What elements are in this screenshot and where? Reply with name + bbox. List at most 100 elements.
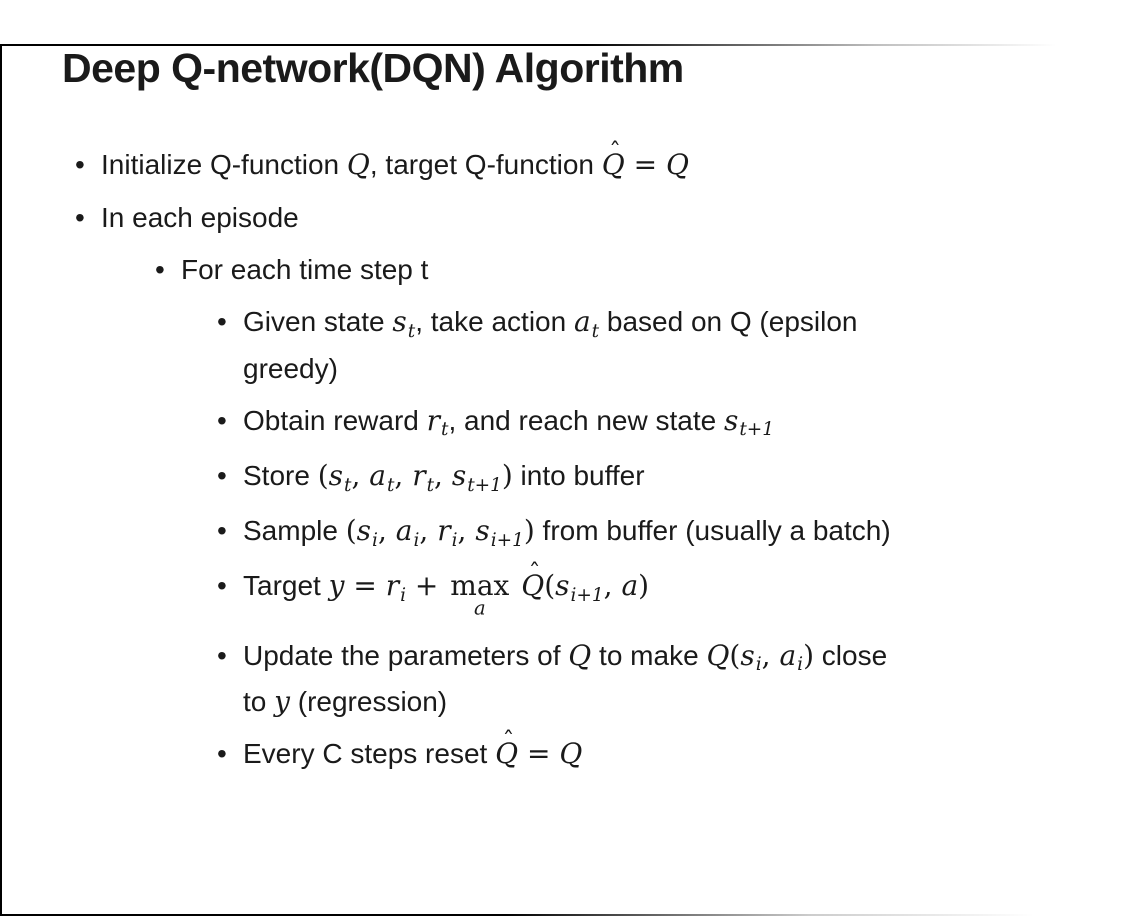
math-var: s bbox=[555, 569, 570, 603]
math-var: r bbox=[437, 514, 451, 548]
bullet-icon: • bbox=[155, 253, 165, 285]
math-var: Q bbox=[495, 737, 519, 771]
math-operator: max bbox=[450, 569, 510, 603]
math-sub: i+1 bbox=[490, 529, 524, 551]
math-sub: t bbox=[441, 419, 449, 441]
text-run: to bbox=[243, 685, 275, 717]
math-subscript: ri bbox=[437, 514, 457, 551]
math-sub: t+1 bbox=[467, 474, 502, 496]
math-symbol bbox=[512, 569, 521, 602]
text-run: into buffer bbox=[512, 460, 645, 492]
math-under: a bbox=[473, 596, 486, 620]
math-symbol: , bbox=[761, 638, 780, 672]
math-symbol: ) bbox=[638, 569, 650, 603]
text-run: Store bbox=[243, 460, 318, 492]
math-var: a bbox=[573, 305, 591, 339]
text-run: based on Q (epsilon bbox=[599, 306, 858, 338]
math-var: y bbox=[328, 569, 345, 603]
bullet-icon: • bbox=[217, 404, 227, 436]
math-symbol: , bbox=[419, 514, 438, 548]
bullet-list: •Initialize Q-function Q, target Q-funct… bbox=[64, 138, 1090, 775]
math-sub: i bbox=[451, 529, 458, 551]
bullet-icon: • bbox=[217, 515, 227, 547]
math-symbol: , bbox=[351, 459, 370, 493]
hat-icon: ˆ bbox=[609, 137, 622, 166]
bullet-icon: • bbox=[217, 639, 227, 671]
math-var: r bbox=[385, 569, 400, 603]
list-item: •Initialize Q-function Q, target Q-funct… bbox=[64, 138, 1090, 186]
bullet-text: Store (st, at, rt, st+1) into buffer bbox=[243, 454, 1090, 500]
bullet-icon: • bbox=[217, 570, 227, 602]
bullet-icon: • bbox=[75, 201, 85, 233]
math-var: a bbox=[779, 638, 797, 672]
list-item: • Obtain reward rt, and reach new state s… bbox=[64, 399, 1090, 445]
hat-icon: ˆ bbox=[528, 558, 541, 587]
text-run: For each time step t bbox=[181, 253, 429, 285]
bullet-icon: • bbox=[75, 149, 85, 181]
text-run: , and reach new state bbox=[448, 404, 724, 436]
math-subscript: ai bbox=[779, 638, 803, 676]
bullet-text: For each time step t bbox=[181, 248, 1090, 291]
math-sub: t bbox=[344, 474, 352, 496]
bullet-icon: • bbox=[217, 460, 227, 492]
math-sub: i+1 bbox=[570, 584, 604, 606]
math-subscript: si bbox=[356, 514, 378, 551]
text-run: Update the parameters of bbox=[243, 639, 569, 671]
text-run: , target Q-function bbox=[369, 149, 602, 181]
math-sub: i bbox=[797, 654, 804, 676]
text-run: Obtain reward bbox=[243, 404, 427, 436]
bullet-text: Obtain reward rt, and reach new state st… bbox=[243, 399, 1090, 445]
math-var: a bbox=[369, 459, 386, 493]
math-var: s bbox=[356, 514, 372, 548]
math-subscript: st+1 bbox=[451, 459, 502, 496]
math-var: s bbox=[328, 459, 344, 493]
math-var: Q bbox=[559, 737, 583, 771]
text-run: to make bbox=[591, 639, 707, 671]
math-var: s bbox=[475, 514, 490, 548]
math-subscript: st+1 bbox=[723, 403, 774, 441]
slide-border-left bbox=[0, 44, 2, 916]
math-var: s bbox=[451, 459, 467, 493]
bullet-text: In each episode bbox=[101, 196, 1090, 239]
math-subscript: si+1 bbox=[475, 514, 524, 551]
bullet-text: Update the parameters of Q to make Q(si,… bbox=[243, 634, 1090, 724]
math-var: s bbox=[392, 305, 407, 339]
list-item: • For each time step t bbox=[64, 248, 1090, 291]
math-var: r bbox=[426, 403, 441, 437]
math-subscript: st bbox=[328, 459, 352, 496]
text-run: close bbox=[814, 639, 888, 671]
text-run: Target bbox=[243, 570, 329, 602]
text-run: Every C steps reset bbox=[243, 738, 496, 770]
math-symbol: , bbox=[434, 459, 452, 493]
math-subscript: rt bbox=[426, 403, 449, 441]
text-run: In each episode bbox=[101, 201, 299, 233]
math-symbol: , bbox=[457, 514, 476, 548]
bullet-text: Given state st, take action at based on … bbox=[243, 300, 1090, 390]
slide: Deep Q-network(DQN) Algorithm •Initializ… bbox=[0, 44, 1124, 916]
math-var: Q bbox=[521, 569, 545, 603]
math-symbol: = bbox=[624, 148, 666, 182]
math-subscript: at bbox=[573, 305, 599, 342]
slide-border-top bbox=[0, 44, 1124, 46]
math-sub: i bbox=[755, 654, 762, 676]
list-item: • Store (st, at, rt, st+1) into buffer bbox=[64, 454, 1090, 500]
page-title: Deep Q-network(DQN) Algorithm bbox=[62, 45, 684, 91]
math-subscript: ai bbox=[396, 514, 420, 551]
math-symbol: = bbox=[344, 569, 386, 603]
math-var: y bbox=[274, 684, 290, 718]
math-symbol: , bbox=[603, 569, 622, 603]
bullet-icon: • bbox=[217, 306, 227, 338]
math-sub: i bbox=[400, 584, 407, 606]
hat-icon: ˆ bbox=[502, 726, 515, 755]
list-item: • Update the parameters of Q to make Q(si… bbox=[64, 634, 1090, 724]
math-subscript: si bbox=[740, 639, 761, 676]
math-var: Q bbox=[601, 148, 625, 182]
math-var: Q bbox=[665, 148, 689, 182]
math-var: s bbox=[723, 403, 739, 437]
